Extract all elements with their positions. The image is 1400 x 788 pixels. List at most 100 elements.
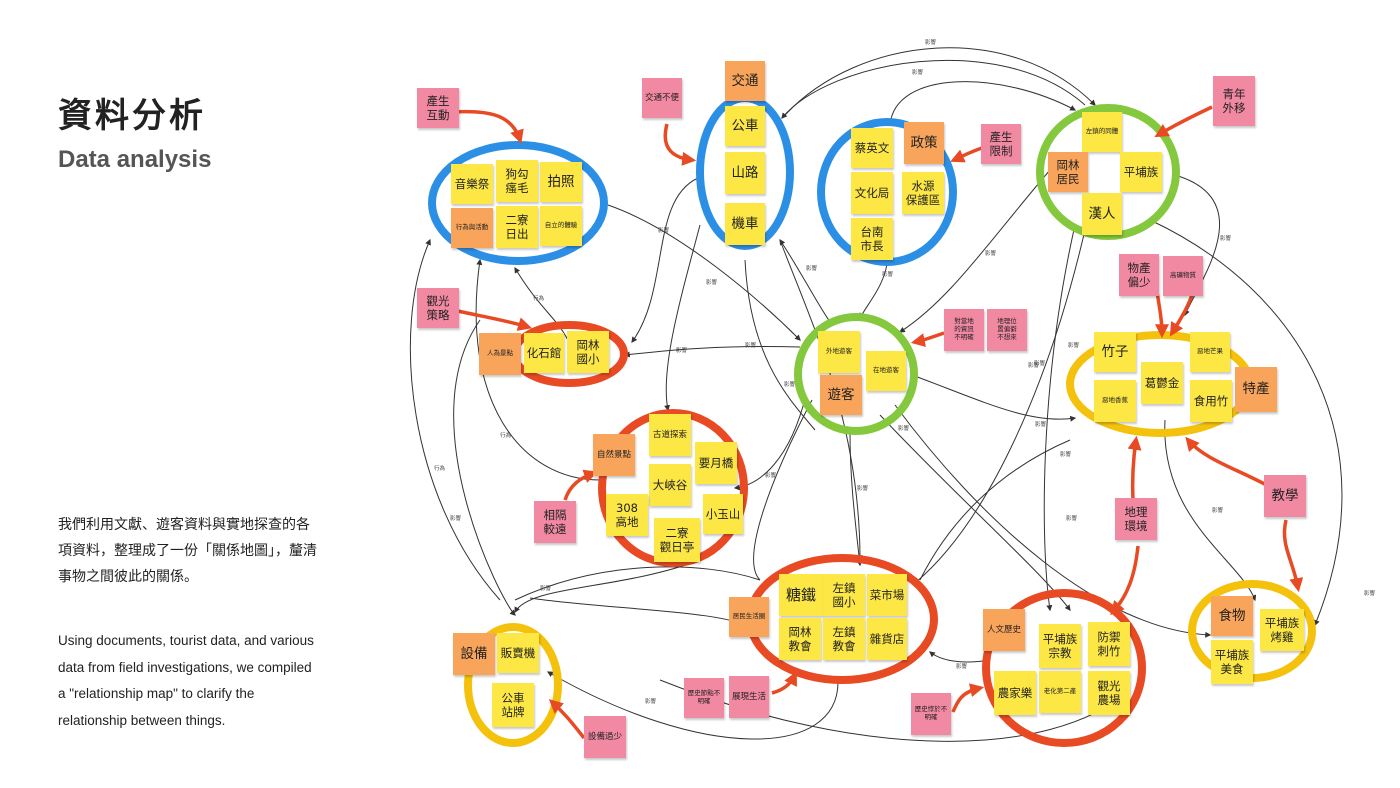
note-photo: 拍照: [540, 162, 582, 202]
red-arrow: [663, 123, 697, 166]
note-dog: 狗勾瘙毛: [496, 160, 538, 202]
note-edible-bamboo: 食用竹: [1190, 380, 1232, 422]
red-arrow: [1185, 436, 1273, 490]
note-pingpu-chicken: 平埔族烤雞: [1260, 609, 1304, 651]
link-line: [898, 169, 1051, 333]
note-han: 漢人: [1082, 193, 1122, 235]
edge-label: 影響: [676, 346, 688, 354]
edge-label: 影響: [1212, 506, 1224, 514]
note-unclear-info: 對當地的資訊不明確: [944, 309, 984, 351]
note-scooter: 機車: [725, 203, 765, 245]
edge-label: 影響: [912, 68, 924, 76]
link-line: [514, 559, 701, 614]
note-high-mineral: 高礦物質: [1163, 256, 1203, 296]
edge-label: 行為: [500, 431, 512, 439]
link-line: [911, 374, 1077, 422]
note-sunrise: 二寮日出: [496, 206, 538, 248]
note-unclear-history: 歷史節點不明確: [684, 678, 724, 718]
note-policy: 政策: [904, 122, 944, 164]
edge-label: 影響: [450, 514, 462, 522]
note-fossil-museum: 化石館: [524, 333, 564, 373]
note-mayor: 台南市長: [851, 218, 893, 260]
link-line: [631, 177, 699, 343]
edge-label: 影響: [1028, 361, 1040, 369]
note-teaching: 教學: [1264, 475, 1306, 517]
red-arrow: [950, 146, 983, 163]
note-living-circle: 居民生活圈: [729, 597, 769, 637]
note-pingpu-religion: 平埔族宗教: [1039, 624, 1081, 668]
link-line: [753, 399, 813, 581]
note-grocery: 雜貨店: [867, 618, 907, 660]
edge-label: 影響: [706, 278, 718, 286]
description-en: Using documents, tourist data, and vario…: [58, 633, 314, 728]
edge-label: 影響: [806, 264, 818, 272]
link-line: [623, 346, 801, 358]
note-man-made-spot: 人為景點: [479, 333, 521, 375]
note-youth-outflow: 青年外移: [1213, 76, 1255, 126]
note-visitors: 遊客: [820, 375, 862, 415]
link-line: [475, 258, 601, 481]
link-line: [514, 566, 761, 601]
note-tourist-farm: 觀光農場: [1088, 671, 1130, 715]
link-line: [929, 651, 991, 663]
link-line: [849, 431, 863, 567]
note-specialty: 特產: [1235, 367, 1277, 412]
note-bus-stop: 公車站牌: [492, 683, 534, 727]
red-arrow: [1282, 519, 1304, 593]
note-mango: 惡地芒果: [1190, 332, 1230, 372]
note-water-protection: 水源保護區: [902, 172, 944, 214]
red-arrow: [771, 671, 797, 695]
ring-residents: [1036, 104, 1180, 240]
ring-nature: [598, 409, 748, 567]
note-natural-spot: 自然景點: [593, 434, 635, 476]
edge-label: 影響: [645, 697, 657, 705]
red-arrow: [951, 683, 985, 713]
note-behaviour: 行為與活動: [451, 208, 493, 248]
edge-label: 影響: [784, 380, 796, 388]
edge-label: 行為: [434, 464, 446, 472]
link-line: [781, 59, 1086, 119]
note-humanities: 人文歷史: [983, 609, 1025, 651]
note-zuozhen-community: 左鎮的同體: [1082, 112, 1122, 152]
red-arrows: [452, 105, 1304, 740]
edge-label: 影響: [956, 662, 968, 670]
note-sugar-railway: 糖鐵: [779, 574, 823, 616]
note-tsai: 蔡英文: [851, 128, 893, 168]
note-local-visitors: 在地遊客: [866, 351, 906, 391]
edge-label: 影響: [925, 38, 937, 46]
note-xiaoyu-mountain: 小玉山: [703, 494, 743, 534]
edge-label: 影響: [1220, 234, 1232, 242]
edge-label: 影響: [1068, 341, 1080, 349]
link-line: [453, 319, 516, 616]
edge-label: 影響: [857, 484, 869, 492]
note-farm-stay: 農家樂: [994, 671, 1036, 715]
link-line: [607, 204, 801, 341]
red-arrow: [910, 331, 945, 347]
note-pingpu-cuisine: 平埔族美食: [1211, 640, 1253, 684]
note-zuozhen-school: 左鎮國小: [823, 574, 865, 616]
note-facilities: 設備: [453, 633, 495, 675]
edge-label: 影響: [882, 270, 894, 278]
ring-policy: [817, 118, 957, 266]
link-line: [889, 81, 1077, 126]
note-outside-visitors: 外地遊客: [818, 331, 860, 373]
note-bus: 公車: [725, 106, 765, 146]
note-interaction-trigger: 產生互動: [417, 88, 459, 128]
red-arrow: [1154, 105, 1213, 138]
edge-label: 影響: [1035, 420, 1047, 428]
red-arrow: [548, 699, 586, 740]
note-mountain-road: 山路: [725, 152, 765, 194]
note-trail: 古道探索: [649, 414, 691, 456]
note-inconvenient-transport: 交通不便: [642, 78, 682, 118]
note-show-life: 展現生活: [729, 676, 769, 718]
note-defense-bamboo: 防禦刺竹: [1088, 622, 1130, 666]
red-arrow: [452, 308, 533, 331]
ring-facilities: [464, 623, 562, 747]
edge-label: 影響: [1364, 589, 1376, 597]
link-line: [894, 404, 1212, 638]
note-arrowroot: 葛鬱金: [1141, 362, 1183, 404]
note-remote-location: 地理位置偏僻不想來: [987, 309, 1027, 351]
ring-interaction: [428, 141, 608, 265]
note-far-apart: 相隔較遠: [534, 501, 576, 543]
edge-label: 影響: [1066, 514, 1078, 522]
